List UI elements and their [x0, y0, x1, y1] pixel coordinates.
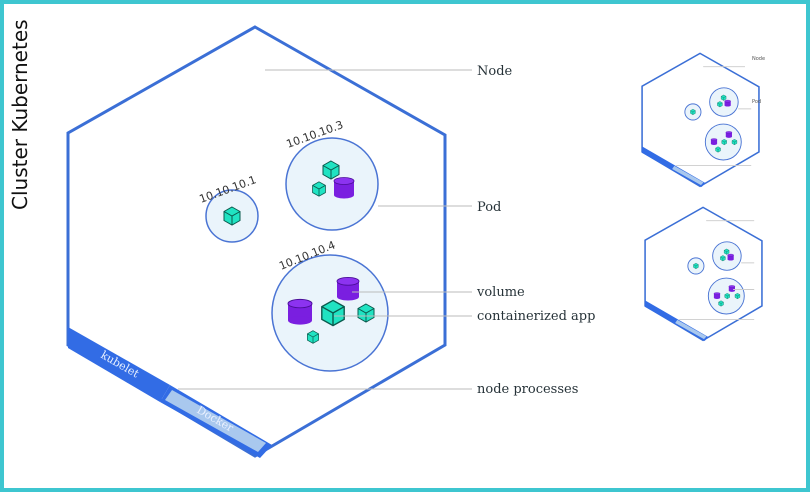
container-icon — [322, 160, 340, 180]
pod-label: Pod — [477, 200, 501, 215]
kubelet-bar — [68, 327, 170, 402]
container-icon — [223, 206, 241, 226]
node-processes-label: node processes — [477, 382, 578, 397]
volume-icon — [287, 298, 313, 326]
mini-pod-label: Pod — [752, 99, 761, 105]
pod-2 — [285, 137, 379, 231]
container-icon — [307, 330, 319, 344]
container-icon — [357, 303, 375, 323]
volume-icon — [333, 177, 355, 199]
mini-node-2 — [644, 206, 763, 342]
node-hexagon — [66, 25, 447, 458]
node-label: Node — [477, 64, 513, 79]
volume-icon — [336, 277, 360, 301]
container-icon — [321, 299, 345, 327]
mini-node-1 — [641, 52, 760, 188]
volume-label: volume — [476, 285, 525, 300]
containerized-app-label: containerized app — [477, 309, 595, 324]
mini-node-label: Node — [752, 56, 765, 62]
container-icon — [312, 181, 326, 197]
